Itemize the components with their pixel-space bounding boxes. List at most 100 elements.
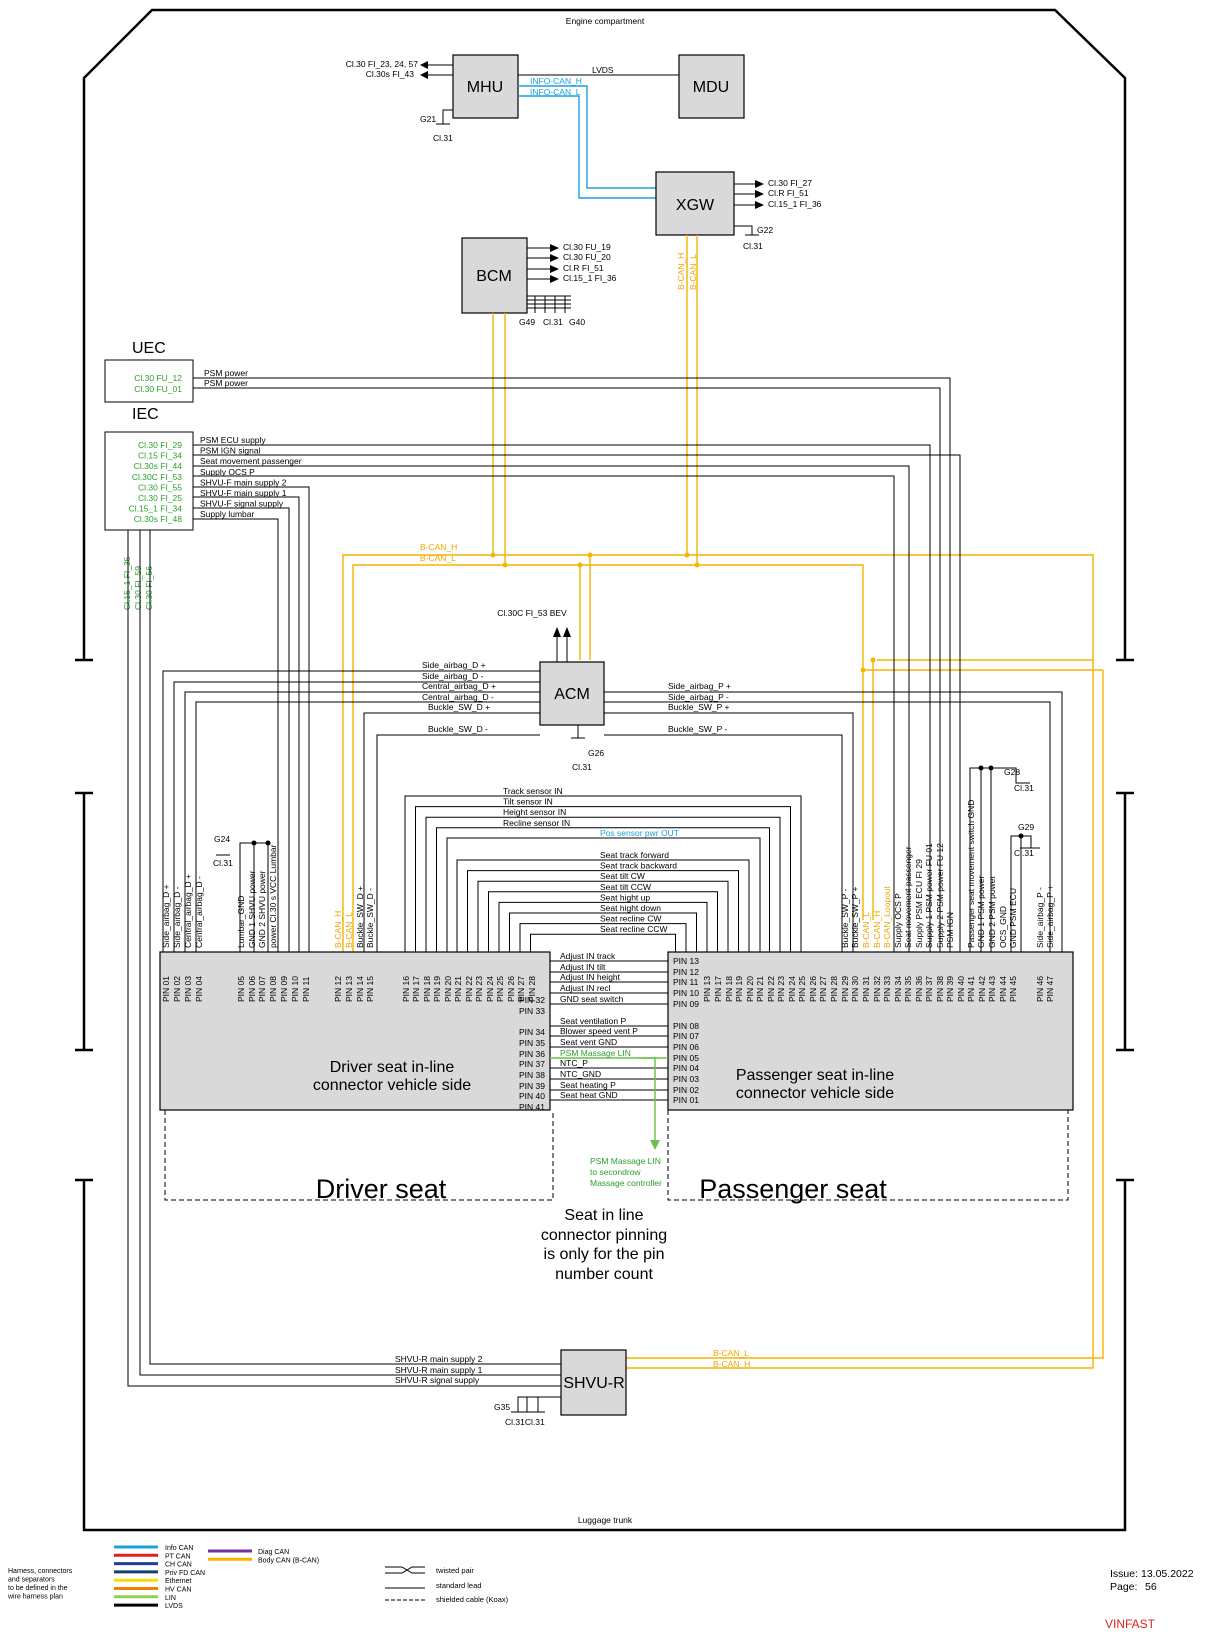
g26-cl31: Cl.31 xyxy=(572,762,592,772)
passenger-wire-label: Buckle_SW_P + xyxy=(850,886,860,948)
driver-pin: PIN 11 xyxy=(301,976,311,1002)
passenger-wire-label: Buckle_SW_P - xyxy=(840,888,850,948)
legend-note: and separators xyxy=(8,1577,55,1584)
massage-note-2: to secondrow xyxy=(590,1167,641,1177)
passenger-pin: PIN 44 xyxy=(998,976,1008,1002)
seat-motor-wire xyxy=(456,859,750,952)
g35-cl31: Cl.31Cl.31 xyxy=(505,1417,545,1427)
legend-item-label: Priv FD CAN xyxy=(165,1570,205,1577)
driver-pin: PIN 04 xyxy=(194,976,204,1002)
driver-pin: PIN 28 xyxy=(527,976,537,1002)
passenger-side-pin: PIN 12 xyxy=(673,967,699,977)
legend-item-label: PT CAN xyxy=(165,1553,191,1560)
legend-item-label: Info CAN xyxy=(165,1545,193,1552)
passenger-pin: PIN 24 xyxy=(787,976,797,1002)
passenger-wire-label: PSM IGN xyxy=(945,912,955,948)
passenger-pin: PIN 40 xyxy=(956,976,966,1002)
legend-item-label: LIN xyxy=(165,1595,176,1602)
mhu-supply-2: Cl.30s FI_43 xyxy=(366,69,414,79)
driver-wire-label: Buckle_SW_D + xyxy=(355,886,365,948)
passenger-seat-label: Passenger seat xyxy=(699,1174,887,1204)
passenger-side-pin: PIN 03 xyxy=(673,1074,699,1084)
passenger-side-pin: PIN 07 xyxy=(673,1031,699,1041)
iec-signal: PSM ECU supply xyxy=(200,435,266,445)
passenger-wire-label: Supply OCS P xyxy=(893,893,903,948)
seat-signal-label: Blower speed vent P xyxy=(560,1026,638,1036)
acm-left-3: Central_airbag_D + xyxy=(422,681,496,691)
seat-motor-label: Seat track backward xyxy=(600,861,677,871)
driver-side-pin: PIN 37 xyxy=(519,1059,545,1069)
brand-logo: VINFAST xyxy=(1105,1617,1156,1631)
shvur-label: SHVU-R xyxy=(563,1375,624,1392)
passenger-wire-label: Side_airbag_P + xyxy=(1045,885,1055,948)
passenger-pin: PIN 47 xyxy=(1045,976,1055,1002)
passenger-side-pin: PIN 11 xyxy=(673,977,699,987)
iec-fuse: Cl.30s FI_44 xyxy=(134,461,182,471)
mdu-module: MDU xyxy=(678,54,745,119)
mhu-label: MHU xyxy=(467,79,503,96)
passenger-pin: PIN 19 xyxy=(734,976,744,1002)
passenger-side-pin: PIN 01 xyxy=(673,1095,699,1105)
legend-item-label: Ethernet xyxy=(165,1578,192,1585)
driver-side-pin: PIN 39 xyxy=(519,1081,545,1091)
acm-right-2: Side_airbag_P - xyxy=(668,692,729,702)
legend-item-label: LVDS xyxy=(165,1603,183,1610)
luggage-trunk-label: Luggage trunk xyxy=(578,1515,633,1525)
driver-pin: PIN 12 xyxy=(333,976,343,1002)
xgw-module: XGW Cl.30 FI_27 Cl.R FI_51 Cl.15_1 FI_36… xyxy=(655,171,822,290)
iec-signal: PSM IGN signal xyxy=(200,446,261,456)
passenger-pin: PIN 17 xyxy=(713,976,723,1002)
driver-pin: PIN 18 xyxy=(422,976,432,1002)
passenger-wire-label: Supply PSM ECU FI 29 xyxy=(914,859,924,948)
driver-wire-label: Side_airbag_D - xyxy=(172,886,182,948)
passenger-pin: PIN 23 xyxy=(776,976,786,1002)
shvur-signal-1: SHVU-R main supply 2 xyxy=(395,1354,483,1364)
passenger-pin: PIN 13 xyxy=(702,976,712,1002)
driver-wire-label: Lumbar_GND xyxy=(236,896,246,948)
driver-side-pin: PIN 41 xyxy=(519,1102,545,1112)
seat-motor-label: Seat hight down xyxy=(600,903,661,913)
driver-pin: PIN 14 xyxy=(355,976,365,1002)
passenger-wire-label: Supply 1 PSM power FU 01 xyxy=(924,843,934,948)
passenger-wire-label: B-CAN_H xyxy=(872,911,882,948)
acm-left-4: Central_airbag_D - xyxy=(422,692,494,702)
passenger-pin: PIN 36 xyxy=(914,976,924,1002)
sensor-label: Height sensor IN xyxy=(503,807,566,817)
vehicle-frame: Engine compartment Luggage trunk xyxy=(75,8,1134,1532)
iec-signal: Seat movement passenger xyxy=(200,456,302,466)
massage-note-3: Massage controller xyxy=(590,1178,662,1188)
passenger-pin: PIN 43 xyxy=(987,976,997,1002)
driver-pin: PIN 21 xyxy=(453,976,463,1002)
passenger-side-pin: PIN 10 xyxy=(673,988,699,998)
g21-label: G21 xyxy=(420,114,436,124)
info-can-l-label: INFO-CAN_L xyxy=(530,87,581,97)
passenger-pin: PIN 20 xyxy=(745,976,755,1002)
acm-left-2: Side_airbag_D - xyxy=(422,671,484,681)
iec-fuse: Cl.15_1 FI_34 xyxy=(129,504,183,514)
passenger-side-pin: PIN 08 xyxy=(673,1021,699,1031)
passenger-pin: PIN 18 xyxy=(724,976,734,1002)
passenger-side-pin: PIN 02 xyxy=(673,1085,699,1095)
driver-wire-label: power Cl.30 s VCC Lumbar xyxy=(268,844,278,948)
sensor-wire xyxy=(436,827,770,952)
bcm-cl31: Cl.31 xyxy=(543,317,563,327)
g29-cl31: Cl.31 xyxy=(1014,848,1034,858)
acm-label: ACM xyxy=(554,686,590,703)
iec-signal: Supply lumbar xyxy=(200,509,255,519)
legend-note: Harness, connectors xyxy=(8,1568,73,1575)
passenger-wire-label: B-CAN_L xyxy=(861,912,871,948)
driver-pin: PIN 10 xyxy=(290,976,300,1002)
iec-fuse: Cl.30 FI_29 xyxy=(138,440,182,450)
iec-signal: SHVU-F main supply 2 xyxy=(200,477,287,487)
passenger-pin: PIN 35 xyxy=(903,976,913,1002)
passenger-side-pin: PIN 09 xyxy=(673,999,699,1009)
g21-cl31: Cl.31 xyxy=(433,133,453,143)
driver-pin: PIN 19 xyxy=(432,976,442,1002)
bcm-supply-4: Cl.15_1 FI_36 xyxy=(563,273,617,283)
legend-line-2: standard lead xyxy=(436,1581,481,1590)
issue-date: 13.05.2022 xyxy=(1141,1568,1194,1580)
passenger-pin: PIN 25 xyxy=(797,976,807,1002)
driver-seat-label: Driver seat xyxy=(316,1174,447,1204)
seat-signal-label: GND seat switch xyxy=(560,994,624,1004)
seat-motor-wire xyxy=(498,901,708,952)
